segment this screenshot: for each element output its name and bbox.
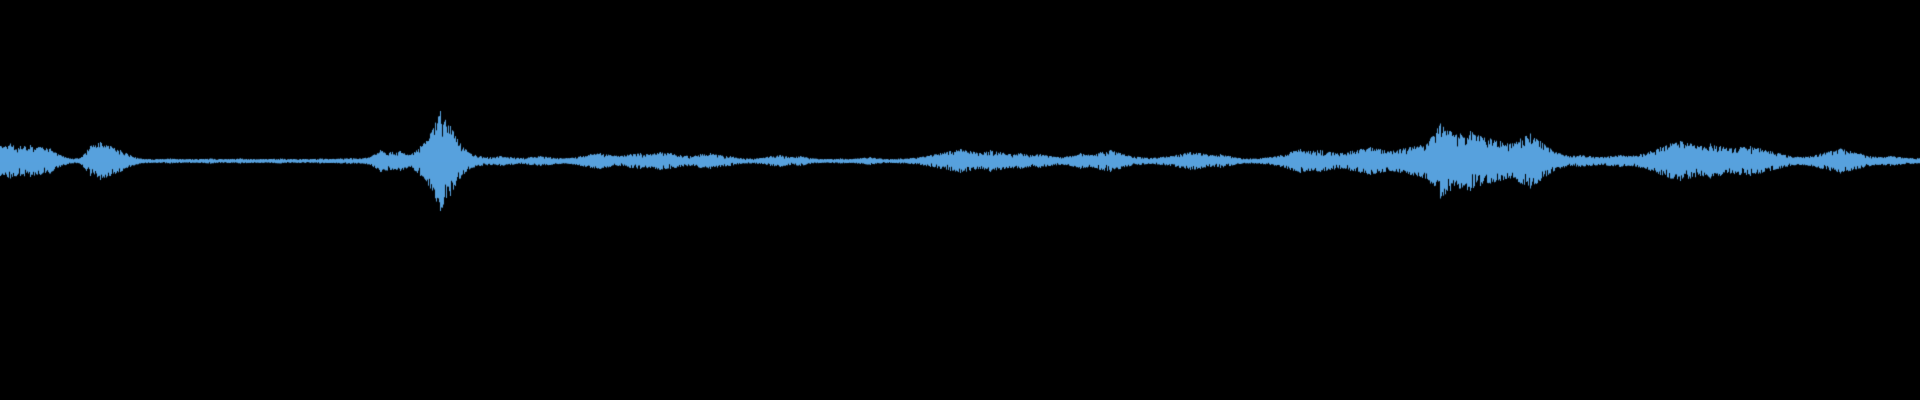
waveform-panel [0,0,1920,400]
audio-waveform-canvas [0,0,1920,400]
